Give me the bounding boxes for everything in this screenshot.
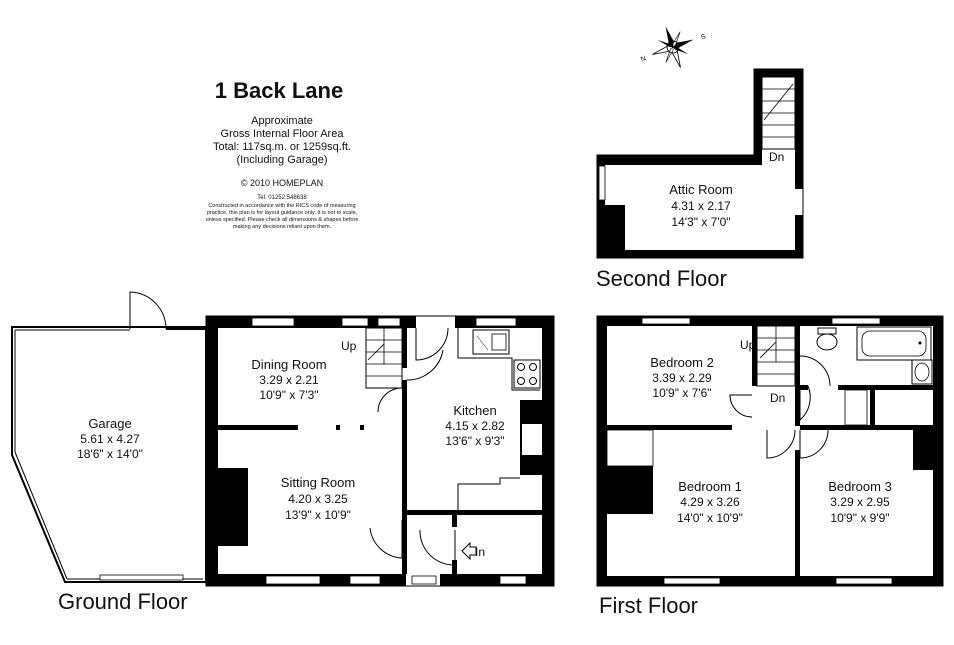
door-swing	[799, 355, 831, 387]
plan-header: 1 Back Lane Approximate Gross Internal F…	[206, 78, 359, 230]
bedroom-3-name: Bedroom 3	[828, 479, 892, 494]
first-floor-label: First Floor	[599, 593, 698, 618]
compass-rose-icon: N S	[640, 26, 707, 68]
door-swing	[799, 429, 829, 459]
window	[835, 577, 893, 585]
window	[831, 317, 881, 325]
door-swing	[369, 520, 403, 559]
disclaimer-line-4: making any decisions reliant upon them.	[233, 224, 332, 230]
garage-imperial: 18'6" x 14'0"	[77, 447, 143, 461]
entrance-label: In	[475, 545, 485, 559]
window	[499, 575, 527, 585]
bedroom-1-name: Bedroom 1	[678, 479, 742, 494]
ground-floor-label: Ground Floor	[58, 589, 188, 614]
copyright-text: © 2010 HOMEPLAN	[241, 178, 323, 188]
up-label-ground: Up	[341, 339, 357, 353]
window	[598, 165, 606, 201]
sink-icon	[472, 329, 510, 355]
chimney-breast	[218, 468, 248, 546]
garage-door-swing	[129, 291, 167, 330]
garage-name: Garage	[88, 416, 131, 431]
dining-room-imperial: 10'9" x 7'3"	[259, 388, 318, 402]
front-door-swing	[419, 529, 456, 566]
bedroom-2-imperial: 10'9" x 7'6"	[652, 386, 711, 400]
dn-label-attic: Dn	[769, 150, 784, 164]
bedroom-3-metric: 3.29 x 2.95	[830, 495, 890, 509]
window	[641, 317, 691, 325]
kitchen-metric: 4.15 x 2.82	[445, 419, 505, 433]
window	[349, 575, 381, 585]
hob-icon	[513, 359, 541, 389]
basin-icon	[911, 359, 933, 385]
door-swing	[729, 394, 753, 418]
up-label-first: Up	[740, 338, 756, 352]
bedroom-1-metric: 4.29 x 3.26	[680, 495, 740, 509]
area-line-3: Total: 117sq.m. or 1259sq.ft.	[213, 141, 351, 153]
disclaimer-line-3: unless specified. Please check all dimen…	[206, 217, 359, 223]
first-floor-plan: Up Dn Bedroom 2 3.39 x 2.29 10'9" x 7'6"…	[596, 315, 944, 618]
sitting-room-imperial: 13'9" x 10'9"	[285, 508, 351, 522]
toilet-icon	[816, 333, 838, 351]
door-swing	[377, 387, 403, 413]
window	[475, 317, 517, 327]
area-line-2: Gross Internal Floor Area	[221, 128, 345, 140]
entrance-arrow-icon	[461, 541, 477, 561]
chimney-breast	[607, 466, 653, 514]
window	[341, 317, 369, 327]
disclaimer-line-2: practice, this plan is for layout guidan…	[207, 210, 358, 216]
ground-floor-plan: Up In Garage 5.61 x 4.27 18'6" x 14'0"	[11, 291, 555, 614]
window	[251, 317, 295, 327]
door-swing	[406, 349, 444, 381]
bedroom-2-name: Bedroom 2	[650, 355, 714, 370]
window	[411, 575, 437, 585]
attic-room-name: Attic Room	[669, 182, 733, 197]
attic-room-metric: 4.31 x 2.17	[671, 199, 731, 213]
dining-room-metric: 3.29 x 2.21	[259, 373, 319, 387]
bedroom-3-imperial: 10'9" x 9'9"	[830, 511, 889, 525]
window	[663, 577, 721, 585]
second-floor-label: Second Floor	[596, 266, 727, 291]
first-stairs	[756, 325, 796, 387]
bedroom-1-imperial: 14'0" x 10'9"	[677, 511, 743, 525]
kitchen-name: Kitchen	[453, 403, 496, 418]
window	[377, 317, 401, 327]
ground-stairs	[365, 327, 403, 389]
window	[265, 575, 321, 585]
door-swing	[799, 385, 811, 422]
dn-label-first: Dn	[770, 391, 785, 405]
door-swing	[766, 429, 796, 459]
bedroom-2-metric: 3.39 x 2.29	[652, 371, 712, 385]
telephone-text: Tel: 01252 548638	[257, 195, 307, 201]
sitting-room-name: Sitting Room	[281, 475, 355, 490]
dining-room-name: Dining Room	[251, 357, 326, 372]
kitchen-imperial: 13'6" x 9'3"	[445, 434, 504, 448]
second-floor-plan: Dn Attic Room 4.31 x 2.17 14'3" x 7'0" S…	[596, 68, 804, 291]
area-line-4: (Including Garage)	[236, 154, 327, 166]
sitting-room-metric: 4.20 x 3.25	[288, 492, 348, 506]
attic-room-imperial: 14'3" x 7'0"	[671, 215, 730, 229]
bath-icon	[856, 326, 932, 361]
disclaimer-line-1: Constructed in accordance with the RICS …	[208, 203, 355, 209]
bathroom-fittings	[816, 326, 933, 385]
property-title: 1 Back Lane	[215, 78, 343, 103]
attic-stairs	[761, 76, 796, 150]
door-swing	[415, 327, 449, 361]
garage-metric: 5.61 x 4.27	[80, 432, 140, 446]
compass-n-letter: N	[640, 55, 647, 63]
area-line-1: Approximate	[251, 115, 313, 127]
compass-s-letter: S	[700, 33, 707, 41]
kitchen-units	[457, 328, 541, 510]
